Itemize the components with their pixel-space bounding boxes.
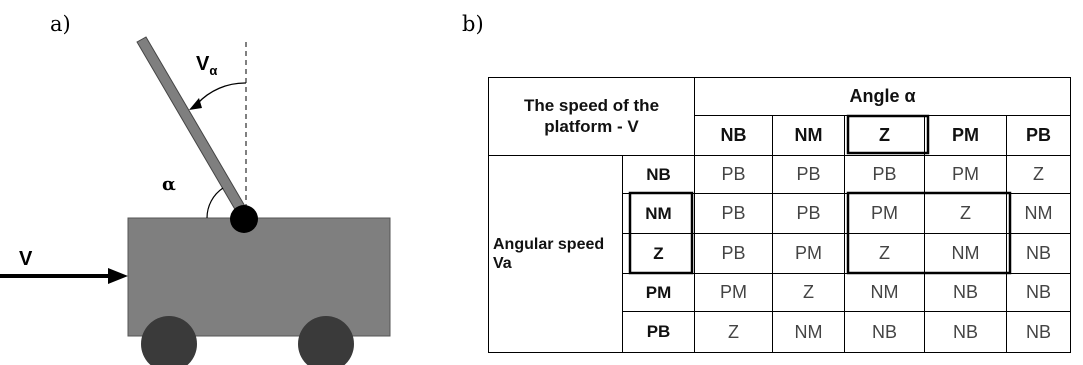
row-header: NM (622, 193, 695, 234)
right-wheel (298, 316, 354, 365)
row-header: PM (622, 273, 695, 312)
panel-label-a: a) (50, 12, 71, 36)
table-cell: PM (844, 193, 925, 234)
table-cell: PB (772, 193, 845, 234)
table-cell: Z (694, 311, 773, 353)
table-cell: NB (924, 273, 1007, 312)
column-header: PB (1005, 115, 1072, 156)
table-cell: Z (844, 233, 925, 274)
table-cell: NM (772, 311, 845, 353)
pendulum-rod (136, 36, 250, 219)
left-wheel (141, 316, 197, 365)
table-cell: PM (772, 233, 845, 274)
panel-label-b: b) (462, 12, 484, 36)
row-header: PB (622, 311, 695, 353)
alpha-angle-arc (206, 187, 224, 219)
angular-speed-arrowhead (189, 98, 202, 110)
pendulum-pivot (230, 205, 258, 233)
column-header: Z (844, 115, 925, 156)
table-title: The speed of the platform - V (488, 77, 695, 156)
table-cell: Z (924, 193, 1007, 234)
row-header: Z (622, 233, 695, 274)
table-cell: NB (844, 311, 925, 353)
table-cell: PM (924, 155, 1007, 194)
table-cell: Z (1005, 155, 1072, 194)
angular-speed-label: Vα (196, 53, 217, 78)
table-cell: NM (924, 233, 1007, 274)
table-cell: NB (1005, 233, 1072, 274)
cart-pendulum-diagram: V Vα α (0, 36, 391, 365)
angle-header: Angle α (693, 77, 1072, 116)
speed-label: V (19, 248, 33, 270)
fuzzy-rule-table: The speed of the platform - V Angle α NB… (488, 77, 1072, 353)
angular-speed-arc (196, 82, 247, 105)
table-cell: NM (844, 273, 925, 312)
table-cell: NB (924, 311, 1007, 353)
angle-alpha-label: α (162, 174, 176, 195)
side-label: Angular speed Va (488, 155, 623, 353)
table-cell: PB (772, 155, 845, 194)
table-cell: NM (1005, 193, 1072, 234)
table-cell: PB (694, 193, 773, 234)
table-cell: PM (694, 273, 773, 312)
column-header: NB (694, 115, 773, 156)
table-cell: PB (694, 233, 773, 274)
table-cell: PB (694, 155, 773, 194)
table-cell: Z (772, 273, 845, 312)
table-cell: PB (844, 155, 925, 194)
table-cell: NB (1005, 273, 1072, 312)
column-header: NM (772, 115, 845, 156)
row-header: NB (622, 155, 695, 194)
table-cell: NB (1005, 311, 1072, 353)
speed-arrow-head (108, 268, 128, 284)
column-header: PM (924, 115, 1007, 156)
